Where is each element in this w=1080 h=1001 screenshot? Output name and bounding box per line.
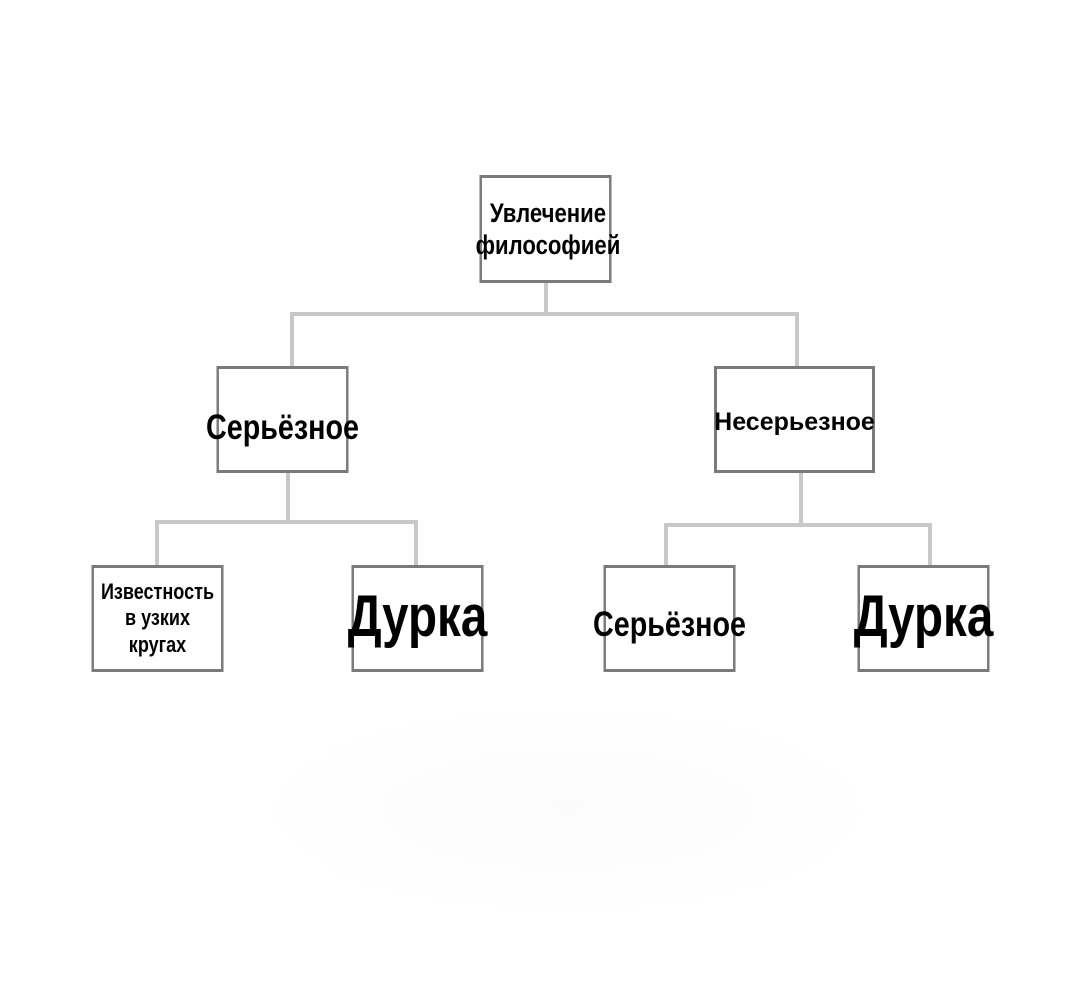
root-node: Увлечение философией <box>476 175 620 283</box>
connector-serious-to-children <box>155 471 418 567</box>
leaf-node-durka-left-label: Дурка <box>347 584 488 649</box>
faint-background-smudge <box>232 700 902 920</box>
branch-node-nonserious-label: Несерьезное <box>714 408 875 436</box>
leaf-node-durka-right-label: Дурка <box>853 584 994 649</box>
leaf-node-fame: Известность в узких кругах <box>91 565 224 672</box>
leaf-node-fame-label: Известность в узких кругах <box>100 578 215 657</box>
connector-nonserious-to-children <box>664 471 932 567</box>
branch-node-nonserious: Несерьезное <box>714 366 875 473</box>
root-node-label: Увлечение философией <box>475 197 621 260</box>
leaf-node-durka-left: Дурка <box>348 565 487 672</box>
leaf-node-durka-right: Дурка <box>854 565 993 672</box>
connector-root-to-branches <box>290 281 799 368</box>
branch-node-serious-label: Серьёзное <box>206 407 359 447</box>
branch-node-serious: Серьёзное <box>206 366 359 473</box>
leaf-node-serious: Серьёзное <box>593 565 746 672</box>
leaf-node-serious-label: Серьёзное <box>593 604 746 644</box>
